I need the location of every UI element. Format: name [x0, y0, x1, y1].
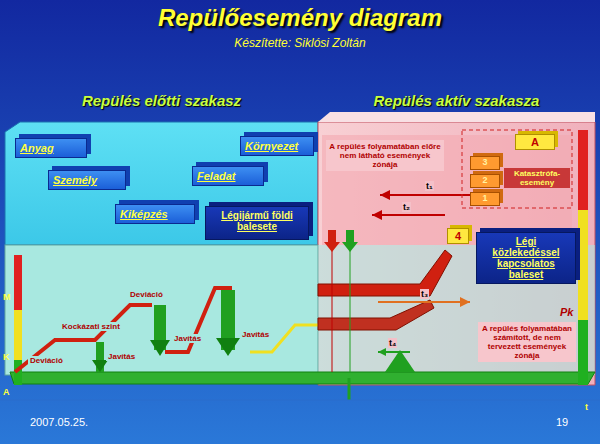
- factor-box: Környezet: [240, 136, 314, 156]
- page-number: 19: [556, 416, 568, 428]
- zone-note: A repülés folyamatában számított, de nem…: [478, 322, 576, 362]
- date: 2007.05.25.: [30, 416, 88, 428]
- axis-label: K: [3, 352, 10, 362]
- graph-label: Javítás: [106, 352, 137, 361]
- risk-bar-low: [578, 320, 588, 385]
- factor-box: Személy: [48, 170, 126, 190]
- axis-label: t: [585, 402, 588, 412]
- event-arrow: [324, 230, 340, 252]
- node-text: Légi közlekedéssel kapcsolatos baleset: [481, 236, 571, 280]
- author-note: Készítette: Siklósi Zoltán: [0, 36, 600, 50]
- time-label: t₄: [388, 338, 397, 348]
- event-group-outline: [462, 130, 572, 208]
- node-text: Kiképzés: [120, 208, 190, 220]
- flight-risk-arrow: [318, 300, 434, 330]
- phase-region: Repülés előtti szakaszAnyag KörnyezetSzem…: [5, 92, 318, 245]
- arrowhead: [150, 340, 170, 356]
- active-flight-panel: [318, 122, 595, 385]
- axis-label: M: [3, 292, 11, 302]
- event-marker: [385, 350, 415, 372]
- arrowhead: [372, 210, 382, 220]
- factor-box: Kiképzés: [115, 204, 195, 224]
- factor-box: Anyag: [15, 138, 87, 158]
- node-text: Személy: [53, 174, 121, 186]
- risk-bar-mid: [578, 210, 588, 320]
- node-text: Repülés aktív szakasza: [318, 92, 595, 109]
- footer-line: [0, 400, 600, 401]
- time-span: [372, 214, 445, 216]
- graph-label: Javítás: [172, 334, 203, 343]
- node-text: Anyag: [20, 142, 82, 154]
- arrowhead: [380, 190, 390, 200]
- node-text: Környezet: [245, 140, 309, 152]
- graph-label: Deviáció: [128, 290, 165, 299]
- arrowhead: [378, 348, 386, 356]
- graph-label: Kockázati szint: [60, 322, 122, 331]
- event-block: 3: [470, 156, 500, 170]
- deviation-line: [15, 305, 152, 372]
- arrowhead: [216, 338, 240, 356]
- time-label: t₂: [402, 202, 411, 212]
- graph-panel: [5, 245, 318, 375]
- risk-bar-mid: [14, 310, 22, 360]
- node-text: 4: [450, 230, 466, 242]
- event-block: 2: [470, 174, 500, 188]
- time-span: [378, 301, 470, 303]
- flight-risk-arrow: [318, 250, 452, 296]
- event-block: A: [515, 134, 555, 150]
- node-text: 1: [473, 193, 497, 203]
- graph-label: Javítás: [240, 330, 271, 339]
- event-block: 4: [447, 228, 469, 244]
- graph-label: Deviáció: [28, 356, 65, 365]
- event-block: 1: [470, 192, 500, 206]
- node-text: Légijármű földi balesete: [210, 210, 304, 232]
- node-text: 3: [473, 157, 497, 167]
- node-text: Repülés előtti szakasz: [5, 92, 318, 109]
- diagram-title: Repülőesemény diagram: [0, 4, 600, 32]
- accident-box: Légi közlekedéssel kapcsolatos baleset: [476, 232, 576, 284]
- node-text: A: [518, 136, 552, 148]
- risk-bar-high: [578, 130, 588, 210]
- risk-bar-high: [14, 255, 22, 310]
- event-title: Katasztrófa-esemény: [504, 168, 570, 188]
- node-text: 2: [473, 175, 497, 185]
- time-span: [380, 194, 470, 196]
- time-label: t₃: [420, 289, 429, 299]
- node-text: A repülés folyamatában számított, de nem…: [480, 324, 574, 360]
- panel-top: [318, 112, 595, 122]
- node-text: Katasztrófa-esemény: [505, 169, 569, 187]
- unforeseen-zone: [322, 135, 572, 245]
- time-label: t₁: [425, 181, 434, 191]
- risk-bar-low: [14, 360, 22, 385]
- event-arrow: [342, 230, 358, 252]
- accident-box: Légijármű földi balesete: [205, 206, 309, 240]
- axis-label: Pk: [560, 306, 573, 318]
- factor-box: Feladat: [192, 166, 264, 186]
- node-text: A repülés folyamatában előre nem látható…: [328, 142, 442, 169]
- zone-note: A repülés folyamatában előre nem látható…: [326, 140, 444, 171]
- time-marker: [348, 378, 351, 400]
- phase-region: Repülés aktív szakasza A repülés folyamat…: [318, 92, 595, 385]
- arrowhead: [460, 297, 470, 307]
- arrowhead: [92, 360, 108, 372]
- ground-bar: [10, 372, 595, 384]
- axis-label: A: [3, 387, 10, 397]
- node-text: Feladat: [197, 170, 259, 182]
- pre-flight-panel: [5, 122, 318, 245]
